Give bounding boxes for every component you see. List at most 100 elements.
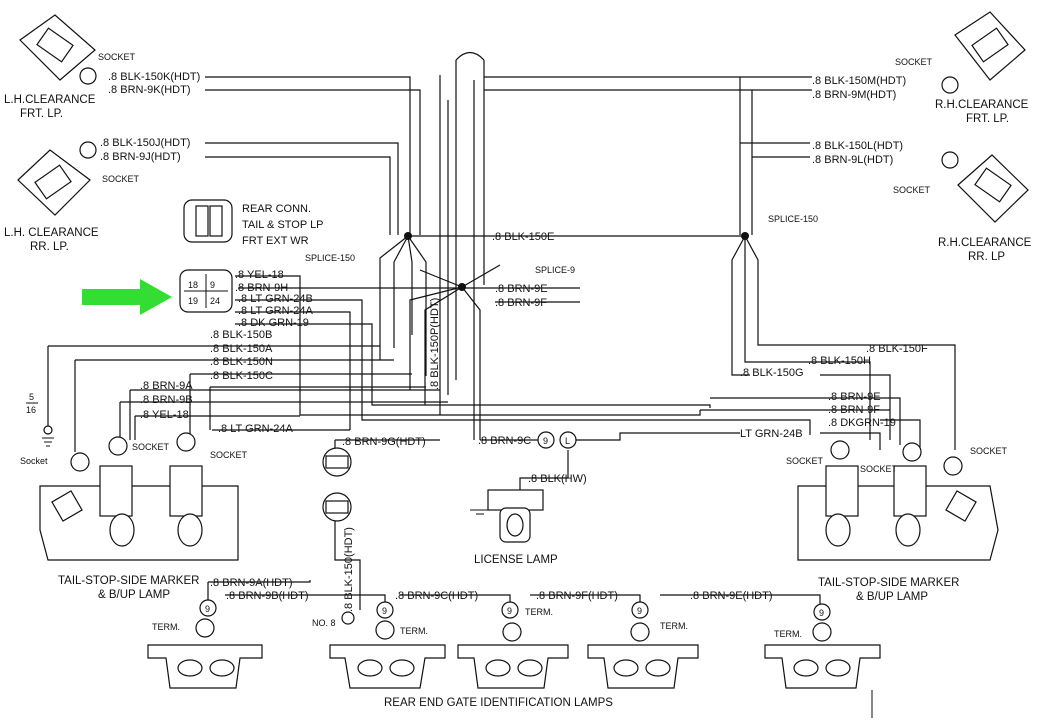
wire-brn9ah: .8 BRN-9A(HDT) [210, 577, 293, 589]
splice-9-dot [458, 283, 466, 291]
term-label-3: TERM. [525, 607, 553, 617]
socket-label-rh-frt: SOCKET [895, 57, 933, 67]
wire-brn9m: .8 BRN-9M(HDT) [812, 89, 896, 101]
wire-blk150l: .8 BLK-150L(HDT) [812, 140, 903, 152]
socket-label-left-3: SOCKET [210, 450, 248, 460]
wire-brn9eh: .8 BRN-9E(HDT) [690, 590, 773, 602]
term-label-1: TERM. [152, 622, 180, 632]
socket-label-right-1: SOCKET [786, 456, 824, 466]
term-label-2: TERM. [400, 626, 428, 636]
no8-label: NO. 8 [312, 618, 336, 628]
fuse-numerator: 5 [29, 392, 34, 402]
wire-brn9e: .8 BRN-9E [495, 283, 548, 295]
rear-conn-label-3: FRT EXT WR [242, 235, 309, 247]
wire-dkgrn19: .8 DK GRN-19 [238, 317, 309, 329]
socket-label-left-1: Socket [20, 456, 48, 466]
center-terminal-9: 9 [543, 436, 548, 446]
green-pointer-arrow [82, 279, 172, 315]
wire-blk150h: .8 BLK-150H [808, 355, 871, 367]
wire-blk150-vertical: .8 BLK-150(HDT) [343, 527, 355, 612]
wire-ltgrn24a2: .8 LT GRN-24A [218, 423, 293, 435]
rear-conn-block [183, 199, 233, 243]
wire-brn9c: .8 BRN-9C [478, 435, 531, 447]
wire-brn9k: .8 BRN-9K(HDT) [108, 84, 191, 96]
wire-brn9a: .8 BRN-9A [140, 380, 193, 392]
wire-brn9f-right: .8 BRN-9F [828, 404, 880, 416]
wire-blk150p: .8 BLK-150P(HDT) [429, 298, 441, 390]
wire-blk150f: .8 BLK-150F [866, 343, 928, 355]
center-connector-blocks [322, 447, 352, 522]
wire-ltgrn24b: .8 LT GRN-24B [238, 293, 313, 305]
connector-pin-9: 9 [210, 280, 215, 290]
wire-brn9l: .8 BRN-9L(HDT) [812, 154, 893, 166]
wire-brn9fh: .8 BRN-9F(HDT) [536, 590, 618, 602]
wire-brn9b: .8 BRN-9B [140, 394, 193, 406]
socket-label-left-2: SOCKET [132, 442, 170, 452]
wire-brn9e-right: .8 BRN-9E [828, 391, 881, 403]
lh-clearance-frt-label-2: FRT. LP. [20, 108, 63, 120]
splice-150-right-label: SPLICE-150 [768, 214, 818, 224]
wire-ltgrn24a: .8 LT GRN-24A [238, 305, 313, 317]
wire-blk150n: .8 BLK-150N [210, 356, 273, 368]
splice-9-label: SPLICE-9 [535, 265, 575, 275]
gate-term-5-9: 9 [819, 608, 824, 618]
wire-brn9f: .8 BRN-9F [495, 297, 547, 309]
lh-clearance-frt-lamp-drawing [19, 14, 97, 85]
wire-blk150k: .8 BLK-150K(HDT) [108, 71, 200, 83]
wire-blk150m: .8 BLK-150M(HDT) [812, 75, 906, 87]
gate-term-4-9: 9 [637, 606, 642, 616]
wire-brn9g: .8 BRN-9G(HDT) [342, 436, 426, 448]
rh-clearance-frt-label-2: FRT. LP. [966, 113, 1009, 125]
tail-left-label-2: & B/UP LAMP [98, 589, 170, 601]
connector-pin-18: 18 [188, 280, 198, 290]
center-terminal-circles [537, 431, 577, 449]
license-lamp-label: LICENSE LAMP [474, 554, 558, 566]
gate-term-3-9: 9 [507, 606, 512, 616]
connector-pin-19: 19 [188, 296, 198, 306]
socket-label-right-2: SOCKET [860, 464, 898, 474]
lh-clearance-rr-label-2: RR. LP. [30, 241, 69, 253]
license-lamp-drawing [470, 489, 544, 543]
wire-brn9bh: .8 BRN-9B(HDT) [226, 590, 309, 602]
lh-clearance-rr-label-1: L.H. CLEARANCE [4, 227, 99, 239]
tail-right-label-2: & B/UP LAMP [856, 591, 928, 603]
socket-label-rh-rr: SOCKET [893, 185, 931, 195]
right-tail-sockets [830, 440, 963, 476]
gate-term-2-9: 9 [382, 606, 387, 616]
wire-yel18b: .8 YEL-18 [140, 409, 189, 421]
left-tail-sockets [42, 425, 196, 472]
rear-conn-label-2: TAIL & STOP LP [242, 219, 324, 231]
wire-ltgrn24b-right: LT GRN-24B [740, 428, 803, 440]
wire-blk150j: .8 BLK-150J(HDT) [100, 137, 190, 149]
lh-clearance-frt-label-1: L.H.CLEARANCE [4, 94, 96, 106]
wire-brn9ch: .8 BRN-9C(HDT) [395, 590, 478, 602]
rh-clearance-rr-label-2: RR. LP [968, 251, 1005, 263]
rear-gate-lamps [147, 599, 881, 718]
term-label-4: TERM. [660, 621, 688, 631]
tail-left-label-1: TAIL-STOP-SIDE MARKER [58, 575, 199, 587]
rear-gate-label: REAR END GATE IDENTIFICATION LAMPS [384, 697, 613, 709]
rh-clearance-frt-lamp-drawing [941, 11, 1026, 94]
connector-pin-24: 24 [210, 296, 220, 306]
rh-clearance-rr-lamp-drawing [941, 151, 1029, 223]
socket-label-lh-frt: SOCKET [98, 52, 136, 62]
main-harness-lines [47, 51, 956, 610]
lh-clearance-rr-lamp-drawing [17, 141, 97, 216]
term-label-5: TERM. [774, 629, 802, 639]
rh-clearance-frt-label-1: R.H.CLEARANCE [935, 99, 1029, 111]
splice-150-right-dot [741, 232, 749, 240]
socket-label-lh-rr: SOCKET [102, 174, 140, 184]
wire-brn9j: .8 BRN-9J(HDT) [100, 151, 181, 163]
rear-conn-label-1: REAR CONN. [242, 203, 311, 215]
splice-150-left-dot [404, 232, 412, 240]
tail-right-label-1: TAIL-STOP-SIDE MARKER [818, 577, 959, 589]
wire-blk150c: .8 BLK-150C [210, 370, 273, 382]
wire-dkgrn19-right: .8 DKGRN-19 [828, 417, 896, 429]
wire-blk150b: .8 BLK-150B [210, 329, 272, 341]
wire-blk150g: .8 BLK-150G [740, 367, 804, 379]
splice-150-left-label: SPLICE-150 [305, 253, 355, 263]
wire-yel18: .8 YEL-18 [235, 269, 284, 281]
wire-blkhw: .8 BLK(HW) [528, 473, 587, 485]
rh-clearance-rr-label-1: R.H.CLEARANCE [938, 237, 1032, 249]
